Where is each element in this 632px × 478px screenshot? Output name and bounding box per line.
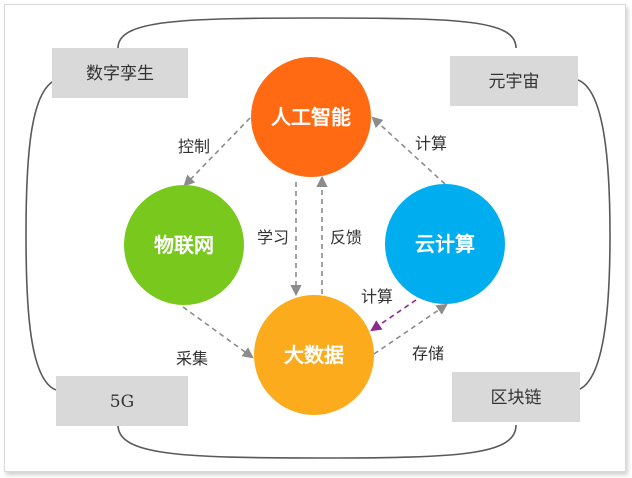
corner-box-label: 5G bbox=[110, 392, 134, 412]
node-ai: 人工智能 bbox=[251, 57, 371, 177]
corner-box-bottom-right: 区块链 bbox=[452, 372, 580, 422]
corner-box-label: 数字孪生 bbox=[86, 64, 154, 84]
connector-right bbox=[577, 79, 611, 391]
corner-box-bottom-left: 5G bbox=[56, 376, 188, 426]
corner-box-top-left: 数字孪生 bbox=[52, 48, 188, 98]
node-label: 云计算 bbox=[415, 232, 475, 256]
node-cloud: 云计算 bbox=[385, 184, 505, 304]
edge-label-ai-to-iot: 控制 bbox=[178, 137, 210, 156]
connector-bottom bbox=[117, 424, 517, 459]
corner-box-label: 区块链 bbox=[491, 388, 542, 408]
edges bbox=[182, 116, 448, 359]
edge-label-bigdata-to-ai: 反馈 bbox=[330, 228, 362, 247]
node-label: 人工智能 bbox=[271, 105, 351, 129]
arrow-bigdata-to-cloud bbox=[373, 303, 448, 355]
node-label: 大数据 bbox=[284, 343, 344, 367]
edge-label-cloud-to-bigdata: 计算 bbox=[361, 287, 393, 306]
node-bigdata: 大数据 bbox=[254, 295, 374, 415]
edge-label-bigdata-to-cloud: 存储 bbox=[412, 344, 444, 363]
corner-box-label: 元宇宙 bbox=[489, 72, 540, 92]
corner-box-top-right: 元宇宙 bbox=[450, 56, 578, 106]
arrow-cloud-to-ai bbox=[371, 116, 446, 185]
edge-label-iot-to-bigdata: 采集 bbox=[176, 349, 208, 368]
node-iot: 物联网 bbox=[124, 185, 244, 305]
arrow-ai-to-iot bbox=[183, 117, 251, 187]
edge-label-ai-to-bigdata: 学习 bbox=[257, 228, 289, 247]
connector-top bbox=[117, 17, 517, 49]
node-label: 物联网 bbox=[154, 233, 214, 257]
edge-label-cloud-to-ai: 计算 bbox=[415, 134, 447, 153]
outer-connectors bbox=[25, 17, 611, 459]
connector-left bbox=[25, 79, 57, 391]
